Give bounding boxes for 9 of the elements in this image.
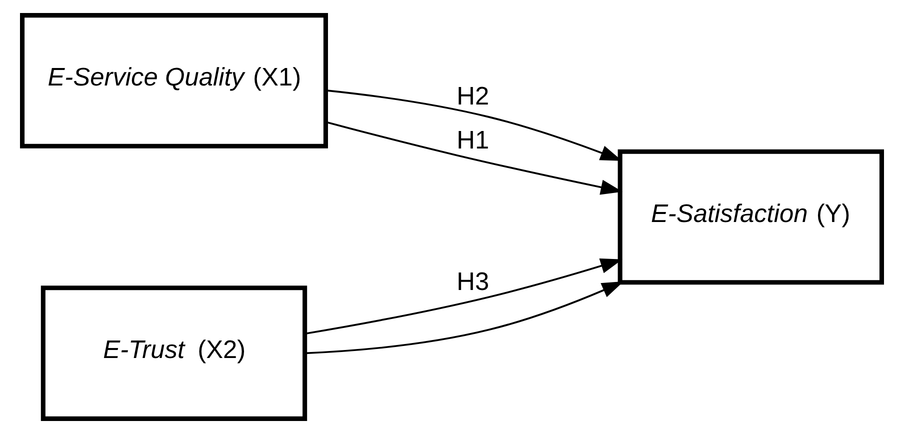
edge-label: H3 [456, 268, 489, 296]
edge-label: H1 [456, 126, 489, 154]
arrow [326, 121, 622, 195]
arrow [304, 281, 624, 354]
arrow [304, 258, 622, 334]
node-box: E-Satisfaction (Y) [617, 149, 884, 285]
node-box: E-Trust (X2) [40, 286, 307, 421]
node-box: E-Service Quality (X1) [20, 13, 328, 148]
edge-label: H2 [456, 82, 489, 111]
